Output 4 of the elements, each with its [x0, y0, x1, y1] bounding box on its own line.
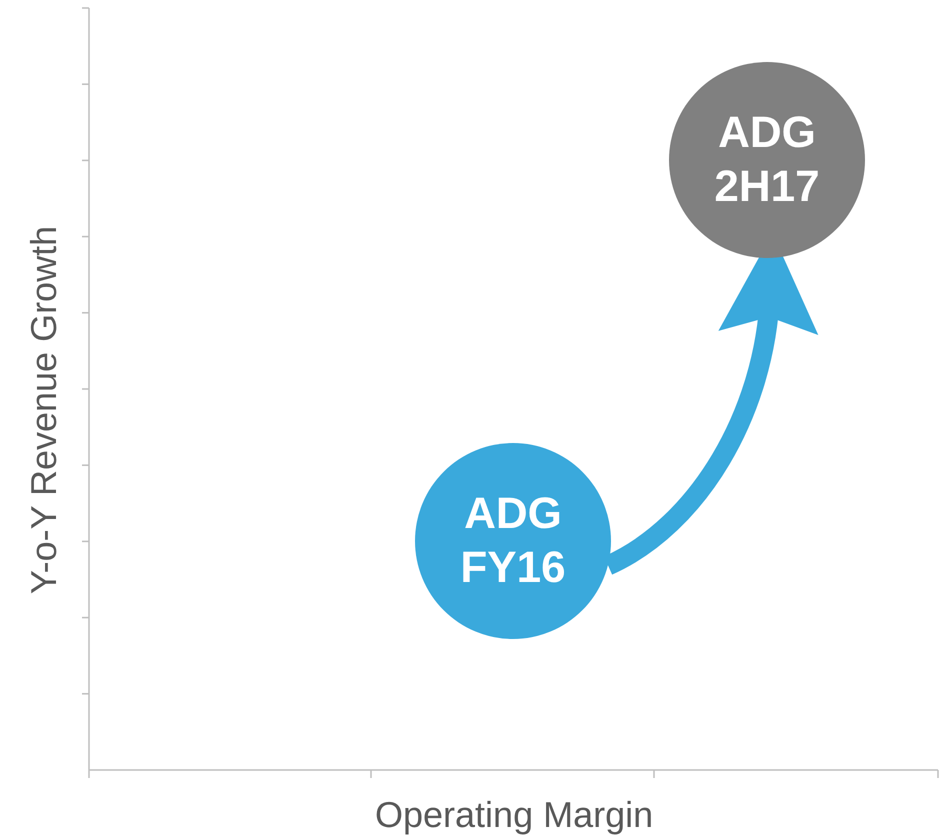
axis-title: Y-o-Y Revenue Growth: [23, 226, 66, 594]
circle-node: ADG 2H17: [669, 62, 865, 258]
circle-node: ADG FY16: [415, 443, 611, 639]
axis-title: Operating Margin: [375, 794, 654, 836]
